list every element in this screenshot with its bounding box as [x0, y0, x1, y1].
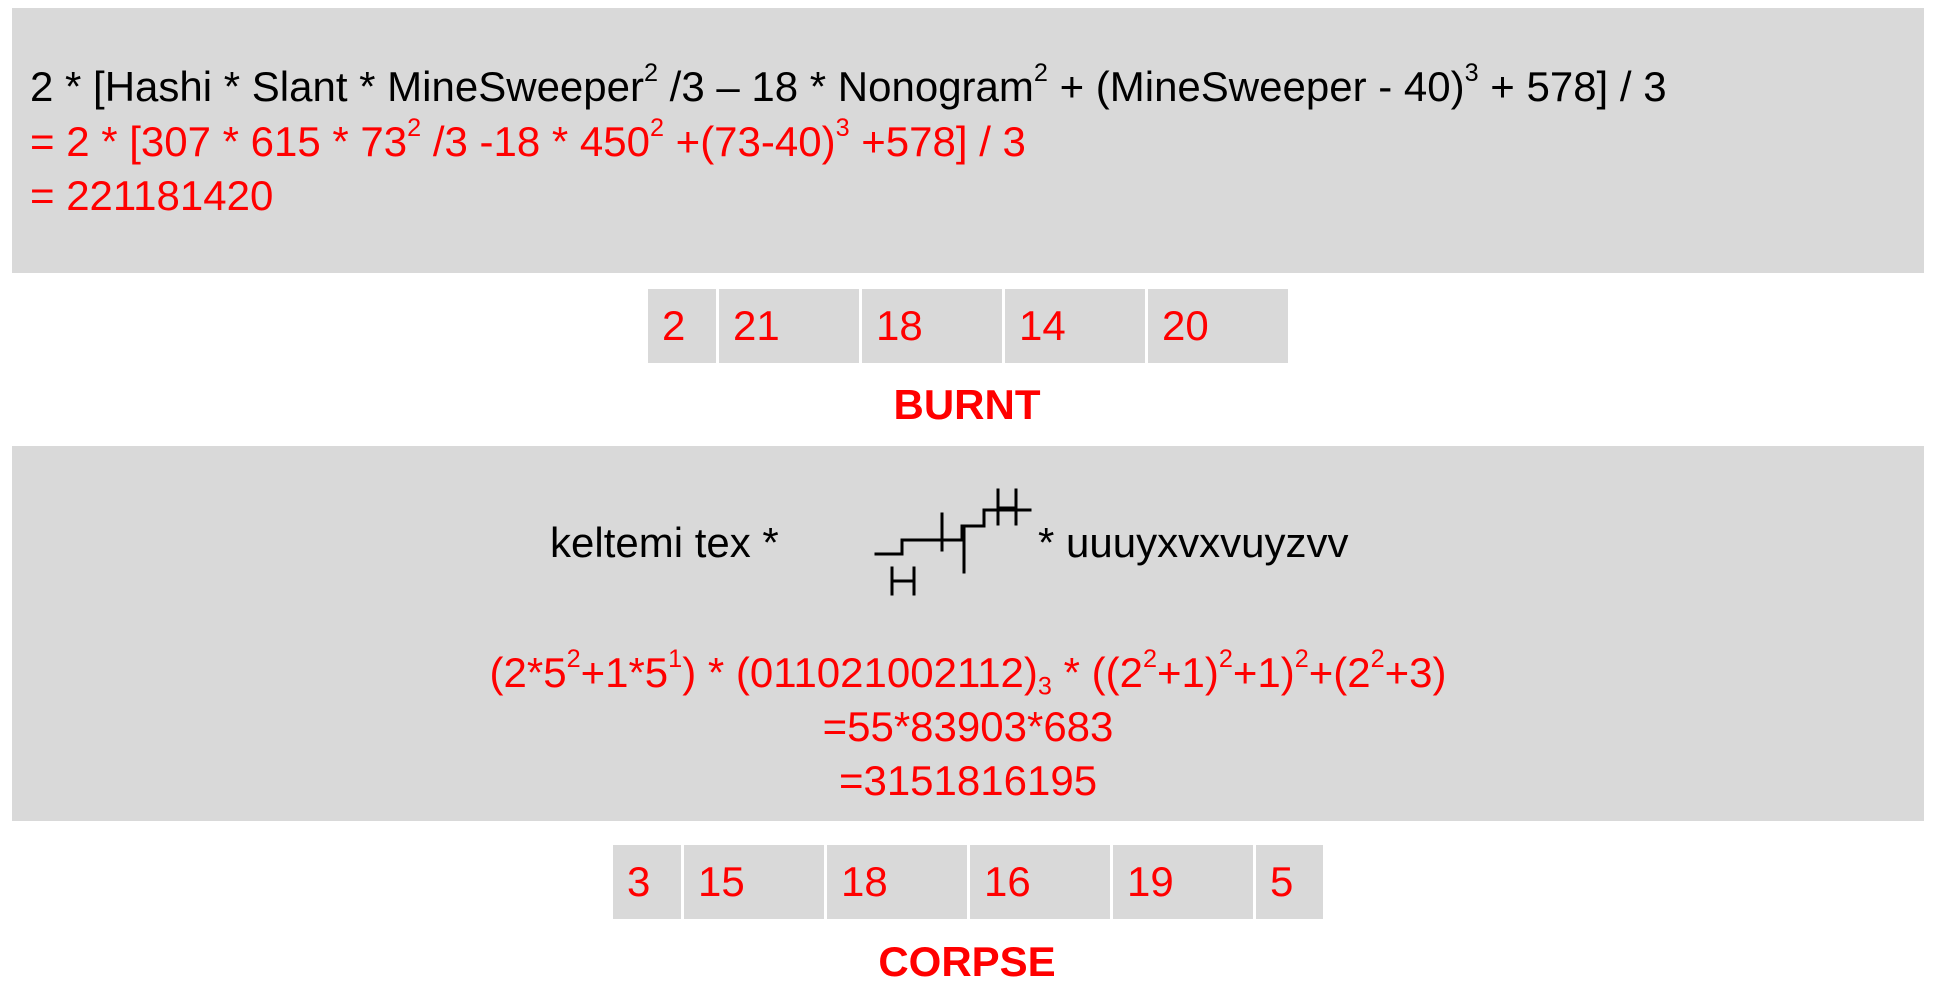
subscript: 3: [1037, 672, 1052, 701]
puzzle-formula-left: keltemi tex *: [550, 519, 779, 566]
formula-part: + (MineSweeper - 40): [1047, 63, 1465, 110]
exponent: 3: [1464, 58, 1479, 87]
substitution-line: = 2 * [307 * 615 * 732 /3 -18 * 4502 +(7…: [30, 113, 1026, 167]
formula-part: + 578] / 3: [1478, 63, 1667, 110]
formula-part: +578] / 3: [849, 118, 1026, 165]
letter-cell: 21: [719, 289, 859, 363]
formula-panel-1: 2 * [Hashi * Slant * MineSweeper2 /3 – 1…: [12, 8, 1924, 273]
formula-part: +(73-40): [664, 118, 836, 165]
answer-cells-2: 3 15 18 16 19 5: [613, 845, 1323, 919]
letter-cell: 18: [862, 289, 1002, 363]
letter-cell: 3: [613, 845, 681, 919]
letter-cell: 16: [970, 845, 1110, 919]
letter-cell: 15: [684, 845, 824, 919]
formula-part: +3): [1384, 649, 1447, 696]
formula-part: 2 * [Hashi * Slant * MineSweeper: [30, 63, 644, 110]
calc-line-2: =55*83903*683: [822, 703, 1114, 750]
letter-cell: 5: [1256, 845, 1323, 919]
exponent: 2: [1370, 644, 1385, 673]
bridge-staircase-drawing-icon: [874, 488, 1032, 596]
answer-word-1: BURNT: [893, 381, 1041, 428]
formula-part: +1*5: [580, 649, 669, 696]
formula-part: +1): [1232, 649, 1295, 696]
exponent: 2: [649, 113, 664, 142]
calc-line-3: =3151816195: [838, 757, 1098, 804]
exponent: 2: [1294, 644, 1309, 673]
exponent: 2: [1218, 644, 1233, 673]
calc-line-1: (2*52+1*51) * (011021002112)3 * ((22+1)2…: [12, 644, 1924, 701]
puzzle-formula-right: * uuuyxvxvuyzvv: [1038, 519, 1349, 566]
formula-part: = 2 * [307 * 615 * 73: [30, 118, 408, 165]
exponent: 2: [643, 58, 658, 87]
formula-panel-2: keltemi tex * * uuuyxvxvuyzvv (2*52+1*51…: [12, 446, 1924, 821]
formula-part: * ((2: [1051, 649, 1143, 696]
exponent: 1: [668, 644, 683, 673]
exponent: 3: [835, 113, 850, 142]
letter-cell: 2: [648, 289, 716, 363]
letter-cell: 20: [1148, 289, 1288, 363]
formula-line: 2 * [Hashi * Slant * MineSweeper2 /3 – 1…: [30, 58, 1667, 112]
exponent: 2: [407, 113, 422, 142]
result-line: = 221181420: [30, 172, 274, 219]
exponent: 2: [1033, 58, 1048, 87]
formula-part: /3 – 18 * Nonogram: [658, 63, 1034, 110]
letter-cell: 18: [827, 845, 967, 919]
answer-cells-1: 2 21 18 14 20: [648, 289, 1288, 363]
exponent: 2: [566, 644, 581, 673]
formula-part: ) * (011021002112): [682, 649, 1038, 696]
formula-part: +1): [1156, 649, 1219, 696]
answer-word-2: CORPSE: [878, 938, 1056, 985]
formula-part: +(2: [1308, 649, 1371, 696]
formula-part: (2*5: [489, 649, 567, 696]
letter-cell: 19: [1113, 845, 1253, 919]
formula-part: /3 -18 * 450: [421, 118, 650, 165]
letter-cell: 14: [1005, 289, 1145, 363]
exponent: 2: [1142, 644, 1157, 673]
